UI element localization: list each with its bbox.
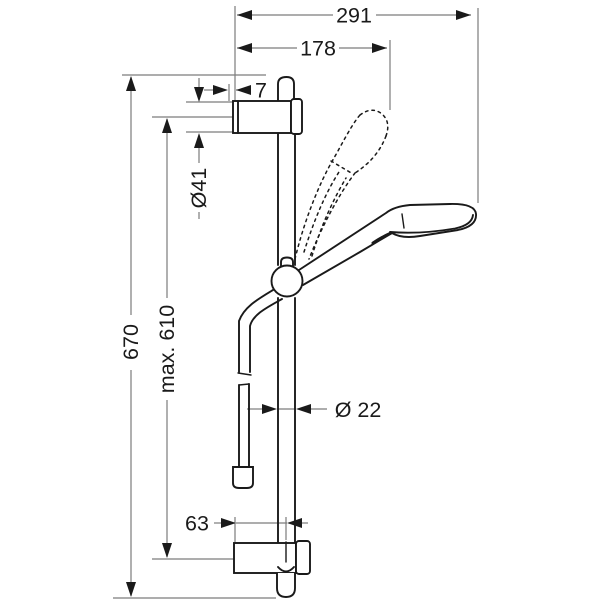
hand-shower-outline [298,203,477,286]
label-height-max: max. 610 [155,305,179,393]
hose-connector-nut [232,466,254,489]
arrow-22-right [296,404,311,414]
arrow-41-top [194,87,204,102]
label-width-overall: 291 [336,4,372,28]
slider-ball-joint [270,264,304,298]
phantom-right-edge [354,135,387,174]
arrow-670-top [126,76,136,91]
dimension-labels: 291 178 7 Ø41 670 max. 610 Ø 22 63 [119,4,381,536]
label-offset-top: 7 [255,79,267,103]
arrow-22-left [262,404,277,414]
hose-upper-outer [238,289,274,373]
hand-shower-phantom-outline [294,109,389,260]
arrow-7-left [213,85,228,95]
arrow-178-right [372,43,387,53]
label-dia-bracket: Ø41 [187,168,211,209]
label-dia-rail: Ø 22 [335,398,382,422]
arrow-7-right [236,85,251,95]
hose-upper-inner [249,298,283,373]
hand-shower [298,203,477,286]
phantom-top-cap [359,109,389,137]
bottom-bracket-body [233,542,297,574]
extension-lines [113,6,479,599]
label-height-overall: 670 [119,324,143,360]
bottom-outlet-stub [276,573,296,598]
arrow-291-left [237,10,252,20]
shower-hose [232,289,283,489]
shower-head-throat-shadow [371,231,393,245]
slider-unit [270,256,304,298]
arrow-610-bottom [162,543,172,558]
label-offset-bottom: 63 [185,512,209,536]
arrow-41-bottom [194,133,204,148]
shower-head-face-rim [389,214,474,234]
hose-break-upper-cap [237,372,252,376]
hose-break-lower-cap [238,383,250,386]
arrow-610-top [162,118,172,133]
rail-top-cap [277,76,295,102]
top-wall-bracket [232,98,303,135]
phantom-inner-line-1 [303,171,340,253]
shower-head-center-tick [401,213,405,229]
arrow-291-right [456,10,471,20]
bottom-bracket-end-cap [295,540,311,575]
arrow-178-left [237,43,252,53]
dimension-arrows [126,10,471,597]
arrow-63-left [221,518,236,528]
arrow-670-bottom [126,582,136,597]
bottom-wall-bracket [233,540,311,598]
rail-bottom-end-arc [277,566,295,573]
label-width-holder: 178 [300,37,336,61]
phantom-head-joint-line [330,160,354,175]
top-bracket-end-cap [290,98,303,135]
phantom-inner-line-2 [311,177,347,257]
top-bracket-body [232,100,292,134]
phantom-handle-right [308,172,356,260]
wall-bar-rail [277,76,296,544]
